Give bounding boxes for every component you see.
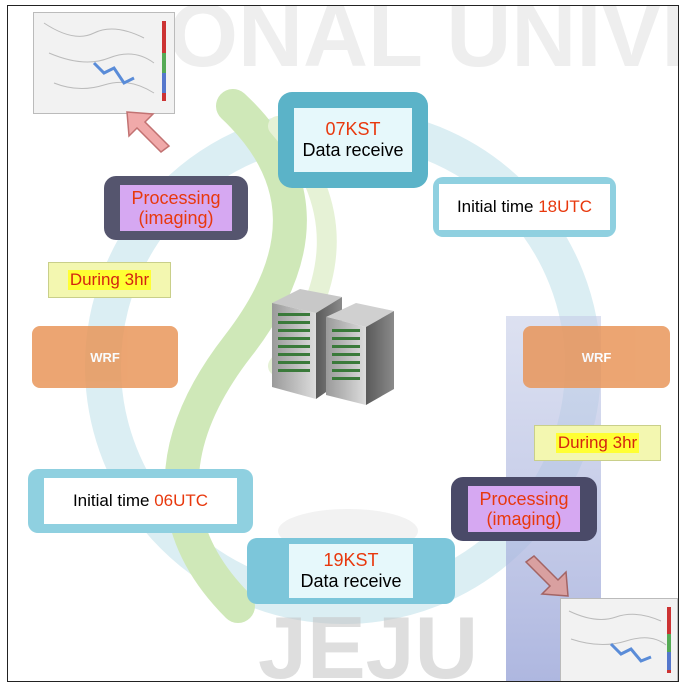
processing-right-box: Processing (imaging) <box>451 477 597 541</box>
initial-time-left-box: Initial time 06UTC <box>28 469 253 533</box>
processing-left-line1: Processing <box>131 188 221 208</box>
initial-left-time: 06UTC <box>154 491 209 510</box>
weather-map-thumbnail-top <box>33 12 175 114</box>
wrf-right-box: WRF <box>523 326 670 388</box>
processing-right-line2: (imaging) <box>486 509 562 529</box>
bottom-time: 19KST <box>323 550 379 570</box>
initial-time-right-box: Initial time 18UTC <box>433 177 616 237</box>
weather-map-thumbnail-bottom <box>560 598 678 681</box>
wrf-right-label: WRF <box>581 349 612 365</box>
processing-left-line2: (imaging) <box>138 208 214 228</box>
during-left-box: During 3hr <box>48 262 171 298</box>
top-time: 07KST <box>325 119 381 139</box>
during-left-label: During 3hr <box>67 270 152 290</box>
bottom-data-receive-box: 19KST Data receive <box>247 538 455 604</box>
arrow-down-right-icon <box>524 555 569 597</box>
processing-left-box: Processing (imaging) <box>104 176 248 240</box>
wrf-left-box: WRF <box>32 326 178 388</box>
initial-right-time: 18UTC <box>538 197 593 216</box>
top-label: Data receive <box>302 140 404 160</box>
processing-right-line1: Processing <box>479 489 569 509</box>
diagram-frame: ONAL UNIVER JEJU <box>7 5 679 682</box>
during-right-label: During 3hr <box>555 433 640 453</box>
bottom-label: Data receive <box>300 571 402 591</box>
server-icon <box>272 289 394 405</box>
during-right-box: During 3hr <box>534 425 661 461</box>
watermark-jeju: JEJU <box>258 598 478 681</box>
top-data-receive-box: 07KST Data receive <box>278 92 428 188</box>
wrf-left-label: WRF <box>90 349 120 365</box>
initial-left-prefix: Initial time <box>72 491 155 510</box>
watermark-arc: ONAL UNIVER <box>168 6 678 86</box>
initial-right-prefix: Initial time <box>456 197 539 216</box>
arrow-up-left-icon <box>126 111 171 153</box>
